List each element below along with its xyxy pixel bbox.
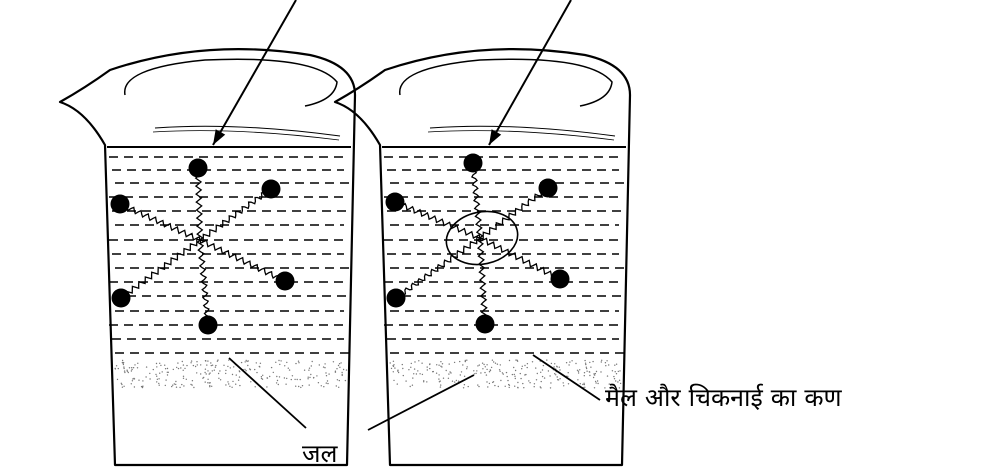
ionic-head xyxy=(188,158,208,178)
ionic-head xyxy=(475,314,495,334)
glass-highlight xyxy=(429,125,616,137)
ionic-head xyxy=(385,192,405,212)
hydrocarbon-tail xyxy=(476,237,489,325)
ionic-head xyxy=(550,269,570,289)
glass-highlight xyxy=(152,130,340,141)
ionic-head xyxy=(111,288,131,308)
glass-highlight xyxy=(154,125,341,137)
sediment xyxy=(114,359,348,389)
hydrocarbon-tail xyxy=(194,167,204,241)
water-label: जल xyxy=(302,439,338,468)
hydrocarbon-tail xyxy=(199,187,271,242)
glass-highlight xyxy=(427,130,615,141)
ionic-head xyxy=(538,178,558,198)
left-beaker xyxy=(58,48,357,467)
pointer-arrow-right-head xyxy=(489,129,502,145)
hydrocarbon-tail xyxy=(119,238,201,299)
ionic-head xyxy=(275,271,295,291)
beaker-body xyxy=(333,48,632,467)
ionic-head xyxy=(110,194,130,214)
dirt-grease-particle-label: मैल और चिकनाई का कण xyxy=(605,383,842,412)
hydrocarbon-tail xyxy=(199,239,287,283)
beaker-rim xyxy=(399,58,613,107)
soap-micelle xyxy=(385,153,570,334)
sediment xyxy=(389,359,622,389)
hydrocarbon-tail xyxy=(396,236,481,300)
pointer-arrow-left xyxy=(212,0,297,146)
grease-particle xyxy=(445,210,519,266)
hydrocarbon-tail xyxy=(470,162,484,239)
dirt-leader-line xyxy=(532,354,601,401)
hydrocarbon-tail xyxy=(119,203,201,241)
right-beaker xyxy=(333,48,632,467)
hydrocarbon-tail xyxy=(479,187,549,240)
pointer-arrow-right xyxy=(488,0,572,146)
ionic-head xyxy=(463,153,483,173)
beaker-rim xyxy=(124,58,338,107)
pointer-lines xyxy=(212,0,601,431)
water-leader-line xyxy=(367,374,475,431)
ionic-head xyxy=(261,179,281,199)
hydrocarbon-tail xyxy=(479,237,560,282)
ionic-head xyxy=(386,288,406,308)
pointer-arrow-left-head xyxy=(213,129,226,145)
water-leader-line xyxy=(228,357,307,429)
ionic-head xyxy=(198,315,218,335)
hydrocarbon-tail xyxy=(196,239,211,326)
beaker-body xyxy=(58,48,357,467)
soap-micelle xyxy=(110,158,295,335)
hydrocarbon-tail xyxy=(394,199,481,239)
